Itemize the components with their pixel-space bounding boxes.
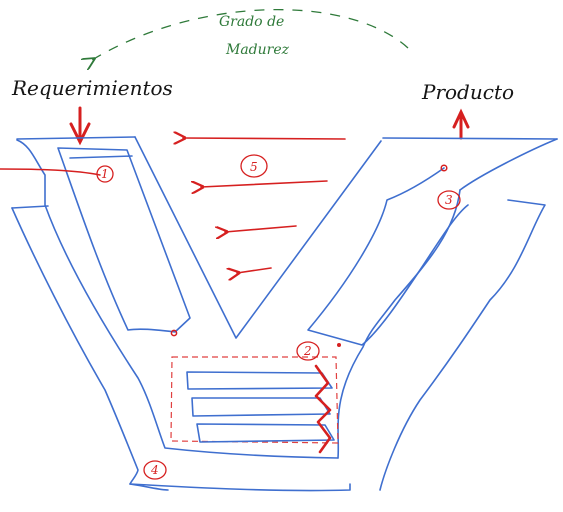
process-zigzag — [314, 364, 332, 454]
far-left-outer — [11, 207, 351, 492]
flow-arrow-1 — [183, 138, 346, 139]
svg-text:3: 3 — [445, 193, 453, 207]
node-left-lane — [170, 329, 178, 337]
svg-text:4: 4 — [150, 463, 159, 477]
flow-arrow-3 — [225, 225, 297, 232]
maturity-label-line1: Grado de — [219, 14, 284, 30]
inner-v — [134, 136, 382, 339]
left-stub — [11, 205, 49, 209]
left-arm-outer — [16, 139, 339, 459]
node-right-arm — [337, 343, 341, 347]
svg-text:5: 5 — [250, 160, 258, 174]
top-line-left — [16, 136, 136, 140]
marker-4: 4 — [143, 460, 167, 480]
marker-3: 3 — [437, 190, 461, 210]
marker-1: 1 — [96, 165, 114, 183]
process-lane-1 — [186, 371, 333, 390]
product-arrow — [452, 108, 470, 140]
requirements-lane — [57, 147, 191, 333]
marker-5: 5 — [240, 154, 268, 178]
flow-arrow-2 — [201, 180, 328, 187]
process-lane-3 — [196, 423, 335, 443]
flow-arrow-4 — [237, 268, 272, 273]
right-arm-outer-lower — [379, 199, 546, 491]
node-product-lane — [440, 164, 448, 172]
svg-text:2: 2 — [303, 344, 312, 358]
right-arm-inner-lower — [337, 189, 461, 459]
requirements-arrow — [69, 106, 91, 146]
zone-2-box — [170, 356, 339, 444]
requirements-lane-inner — [69, 155, 133, 159]
maturity-label-line2: Madurez — [225, 42, 290, 58]
right-arm-outer — [459, 138, 558, 191]
bottom-channel — [129, 483, 169, 491]
marker-2: 2 — [296, 341, 320, 361]
product-lane — [307, 167, 469, 346]
lane-entry-line — [0, 168, 101, 176]
process-lane-2 — [191, 397, 331, 417]
top-line-right — [382, 137, 558, 140]
requirements-label: Requerimientos — [11, 76, 173, 100]
svg-text:1: 1 — [101, 167, 109, 181]
product-label: Producto — [421, 80, 514, 104]
